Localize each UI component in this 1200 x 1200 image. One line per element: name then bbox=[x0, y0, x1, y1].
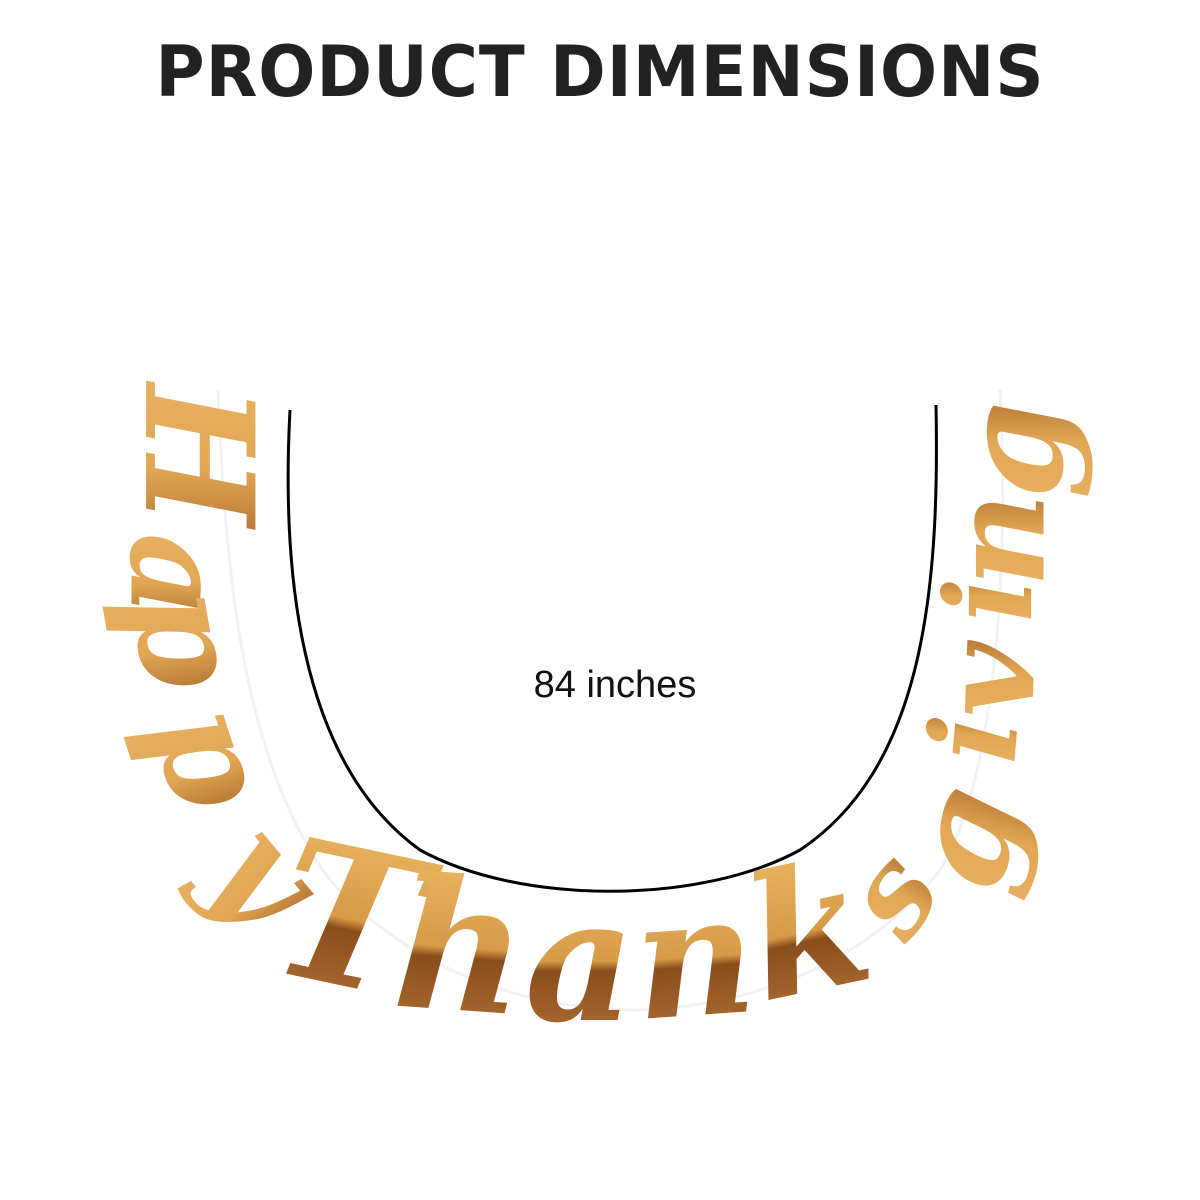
svg-text:p: p bbox=[118, 685, 304, 829]
svg-text:a: a bbox=[101, 533, 254, 617]
banner-right-letters: s g i v i n g bbox=[814, 401, 1096, 963]
svg-text:n: n bbox=[922, 493, 1075, 588]
svg-text:g: g bbox=[932, 401, 1096, 499]
svg-text:v: v bbox=[910, 638, 1066, 720]
svg-text:a: a bbox=[525, 861, 635, 1061]
svg-text:h: h bbox=[388, 838, 533, 1058]
banner-bottom-letters: T h a n k bbox=[256, 795, 886, 1061]
svg-text:i: i bbox=[919, 577, 1060, 623]
banner-string bbox=[216, 389, 1004, 1012]
svg-text:n: n bbox=[628, 856, 761, 1058]
page-title: PRODUCT DIMENSIONS bbox=[155, 31, 1045, 113]
dimension-label: 84 inches bbox=[533, 664, 697, 706]
banner-letter-H: H bbox=[110, 380, 286, 530]
dimension-line bbox=[286, 404, 938, 893]
